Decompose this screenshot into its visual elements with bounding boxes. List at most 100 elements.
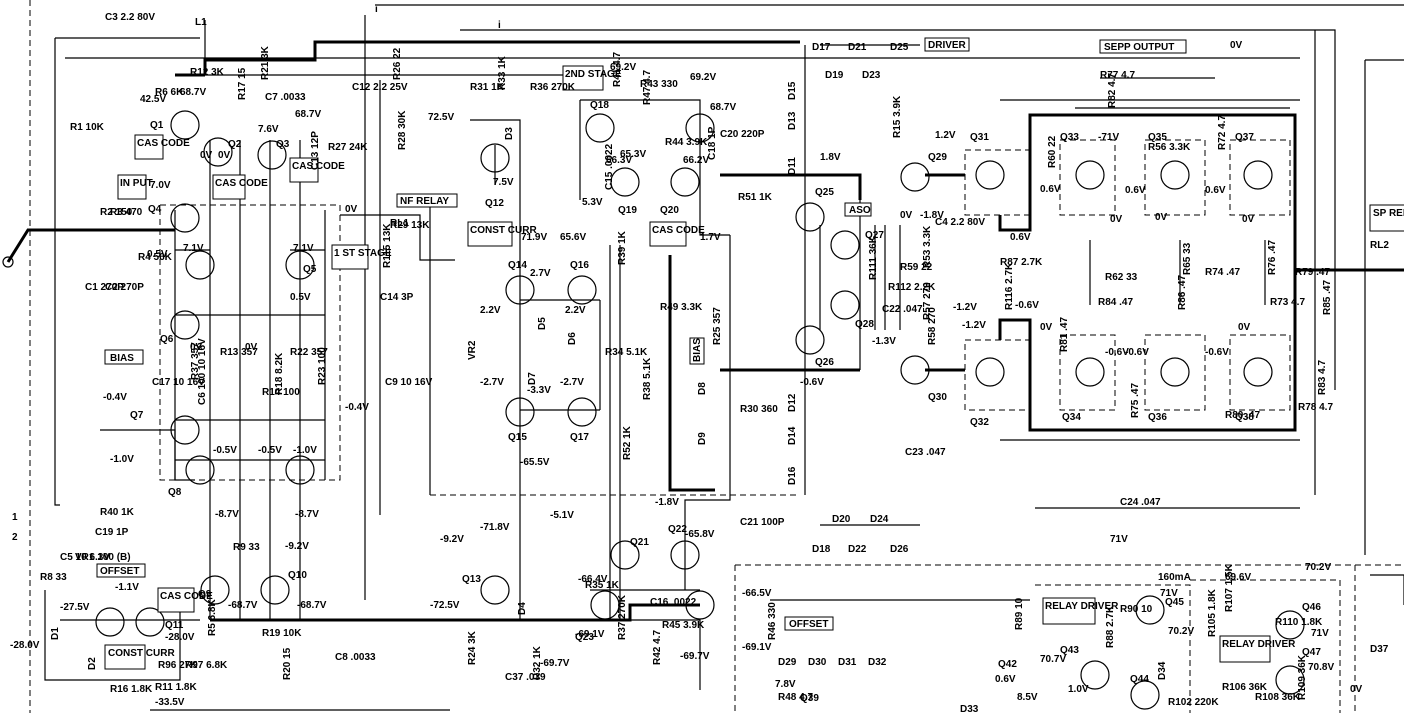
transistor-label: Q4 [148,204,162,215]
transistor-label: Q46 [1302,602,1321,613]
transistor-label: Q15 [508,432,527,443]
component-label: R87 2.7K [1000,257,1043,268]
diode-label: D7 [527,372,538,385]
voltage-label: 66.3V [606,155,632,166]
diode-label: D25 [890,42,909,53]
voltage-label: 68.7V [180,87,206,98]
diode-label: D1 [50,627,61,640]
component-label: R4 56K [138,252,173,263]
voltage-label: 0.6V [1010,232,1031,243]
box-label: OFFSET [100,566,139,577]
diode-label: D34 [1157,661,1168,680]
voltage-label: 70.8V [1308,662,1334,673]
component-label: R24 3K [467,630,478,665]
voltage-label: -33.5V [155,697,185,708]
node-label: i [498,20,501,31]
transistor-label: Q38 [1235,412,1254,423]
voltage-label: 71V [1160,588,1178,599]
voltage-label: 7.0V [150,180,171,191]
voltage-label: -69.1V [575,629,605,640]
component-label: R11 1.8K [155,682,197,693]
voltage-label: 0.6V [1040,184,1061,195]
component-label: R3 470 [110,207,143,218]
box-label: CONST CURR [470,225,537,236]
voltage-label: -1.2V [953,302,977,313]
boxed-labels [96,37,1404,670]
transistor-label: Q18 [590,100,609,111]
voltage-label: -27.5V [60,602,90,613]
voltage-label: -8.7V [215,509,239,520]
voltage-label: -9.2V [440,534,464,545]
voltage-label: 0V [900,210,913,221]
diode-label: D8 [697,382,708,395]
transistor-label: Q25 [815,187,834,198]
component-label: R19 10K [262,628,302,639]
voltage-label: 1.8V [820,152,841,163]
transistor-label: Q2 [228,139,242,150]
component-label: R75 .47 [1130,383,1141,418]
voltage-label: -5.1V [550,510,574,521]
voltage-label: -1.8V [920,210,944,221]
voltage-label: -2.7V [480,377,504,388]
transistor-label: Q10 [288,570,307,581]
component-label: C21 100P [740,517,785,528]
component-label: R13 357 [220,347,258,358]
voltage-label: -1.0V [110,454,134,465]
transistor-label: Q12 [485,198,504,209]
wiring [6,0,1404,713]
component-label: R33 1K [497,55,508,90]
voltage-label: 8.5V [1017,692,1038,703]
voltage-label: 7.1V [293,243,314,254]
box-label: 1 ST STAGE [334,248,392,259]
component-label: R16 1.8K [110,684,153,695]
transistor-label: Q39 [800,693,819,704]
component-label: R51 1K [738,192,773,203]
voltage-label: -9.2V [285,541,309,552]
component-label: C22 .047 [882,304,923,315]
diode-label: D20 [832,514,851,525]
component-label: R31 1K [470,82,505,93]
relay-label: RL2 [1370,240,1389,251]
voltage-label: -28.0V [165,632,195,643]
component-label: R108 36K [1255,692,1301,703]
voltage-label: -71.8V [480,522,510,533]
voltage-label: -3.3V [527,385,551,396]
component-label: R115 13K [382,223,393,268]
box-label: SP RELAY [1373,208,1404,219]
box-label: CAS CODE [292,161,345,172]
voltage-label: 1.0V [1068,684,1089,695]
voltage-label: -0.4V [345,402,369,413]
box-label: 2ND STAGE [565,69,622,80]
node-label: i [375,4,378,15]
voltage-label: 0V [1110,214,1123,225]
diode-label: D2 [87,657,98,670]
box-label: IN PUT [120,178,153,189]
box-label: RELAY DRIVER [1045,601,1119,612]
voltage-label: -0.4V [103,392,127,403]
voltage-label: 69.6V [1225,572,1251,583]
voltage-label: -69.7V [540,658,570,669]
diode-label: D23 [862,70,881,81]
component-label: R88 2.7K [1105,605,1116,648]
voltage-label: 42.5V [140,94,166,105]
voltage-label: 66.2V [683,155,709,166]
transistor-label: Q19 [618,205,637,216]
voltage-label: 70.7V [1040,654,1066,665]
diode-label: D30 [808,657,827,668]
voltage-label: -68.7V [228,600,258,611]
voltage-label: 69.2V [690,72,716,83]
transistor-label: Q42 [998,659,1017,670]
voltage-label: 69.2V [610,62,636,73]
diode-label: D17 [812,42,831,53]
component-label: R52 1K [622,425,633,460]
component-label: R105 1.8K [1207,588,1218,637]
component-label: R77 4.7 [1100,70,1135,81]
transistor-label: Q20 [660,205,679,216]
component-label: R79 .47 [1295,267,1330,278]
component-label: R48 4.7 [778,692,813,703]
component-label: C15 .0022 [604,143,615,190]
voltage-label: -72.5V [430,600,460,611]
transistor-label: Q22 [668,524,687,535]
component-label: VR1 100 (B) [75,552,131,563]
